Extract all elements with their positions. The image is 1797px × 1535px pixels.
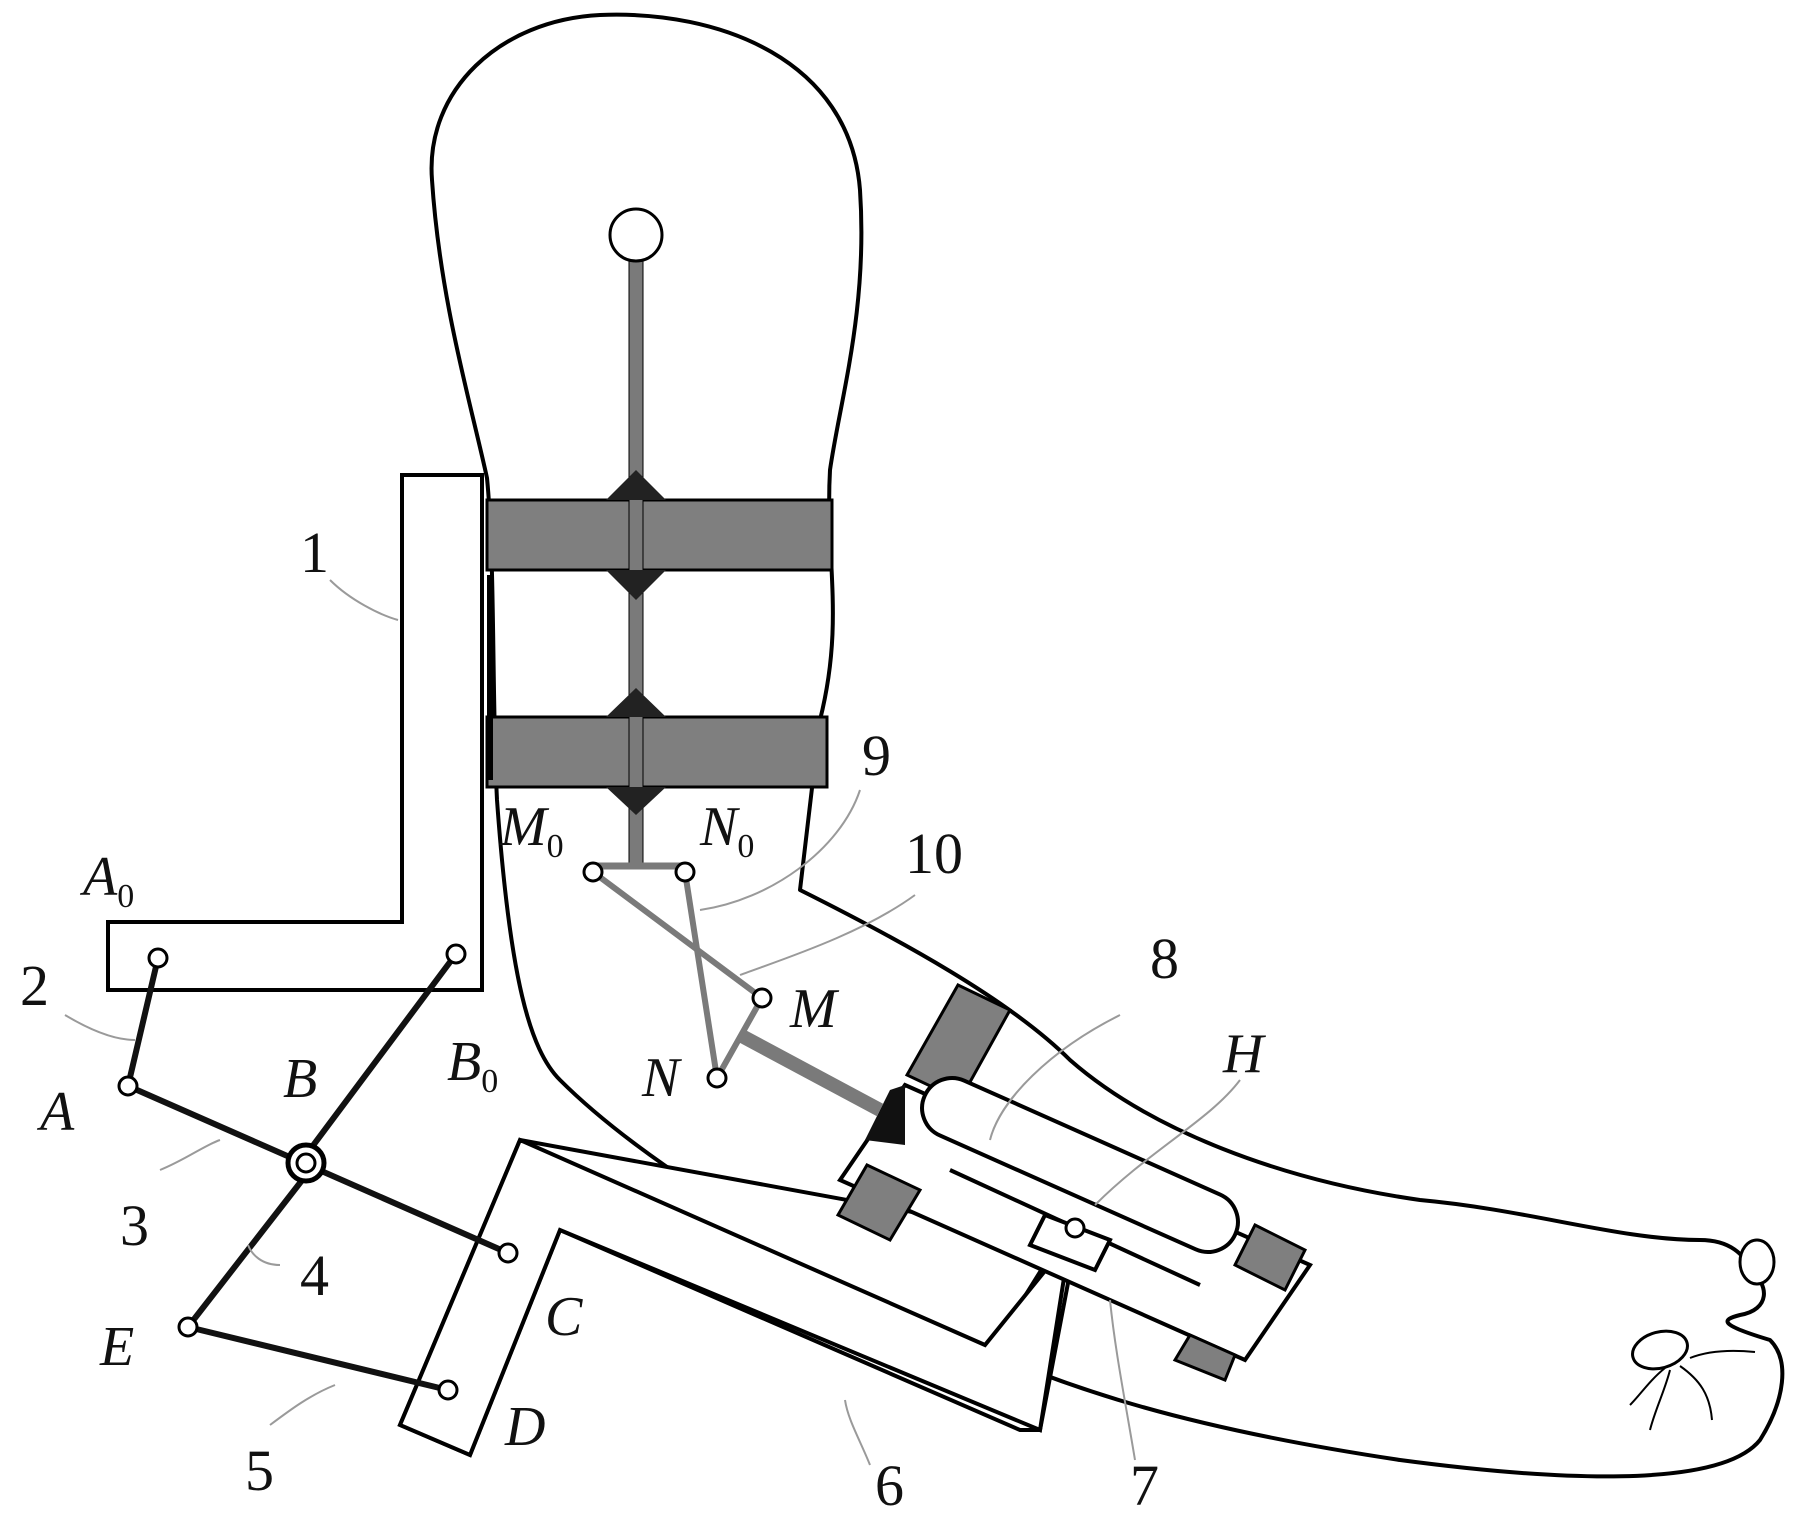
joint-m0	[582, 861, 604, 883]
fingertip	[1738, 1238, 1776, 1286]
leader-h	[1094, 1079, 1241, 1206]
finger-crease-1	[1629, 1367, 1666, 1406]
joint-n	[706, 1067, 728, 1089]
upper-band-1	[485, 498, 834, 572]
joint-c	[497, 1242, 519, 1264]
mount-2a	[606, 688, 666, 717]
label-n0: N0	[699, 796, 754, 865]
label-9: 9	[862, 723, 891, 788]
finger-crease-3	[1679, 1365, 1713, 1421]
label-2: 2	[20, 953, 49, 1018]
joint-h	[1064, 1217, 1086, 1239]
joint-b0	[445, 943, 467, 965]
link-4-upper	[297, 951, 459, 1166]
label-a0: A0	[79, 846, 134, 915]
link-6-body	[397, 1137, 1074, 1458]
label-3: 3	[120, 1193, 149, 1258]
leader-5	[269, 1384, 336, 1426]
thumb	[1631, 1329, 1689, 1371]
label-a: A	[36, 1081, 75, 1143]
leader-2	[64, 1014, 136, 1041]
label-e: E	[99, 1316, 134, 1378]
label-d: D	[504, 1396, 545, 1458]
joint-a	[117, 1075, 139, 1097]
joint-d	[437, 1379, 459, 1401]
label-b: B	[283, 1048, 317, 1110]
mount-1b	[606, 570, 666, 600]
link-2	[125, 955, 161, 1089]
leader-9	[699, 789, 861, 911]
link-10	[682, 869, 720, 1081]
label-m: M	[789, 978, 840, 1040]
label-7: 7	[1130, 1453, 1159, 1518]
joint-m	[751, 987, 773, 1009]
leader-4	[247, 1244, 281, 1266]
joint-a0	[147, 947, 169, 969]
label-4: 4	[300, 1243, 329, 1308]
label-n: N	[641, 1047, 682, 1109]
link-9	[590, 869, 765, 1001]
leader-10	[739, 894, 916, 976]
label-5: 5	[245, 1438, 274, 1503]
leader-8	[989, 1014, 1121, 1141]
label-10: 10	[905, 821, 963, 886]
label-m0: M0	[499, 796, 564, 865]
link-5	[185, 1324, 451, 1393]
frame-1	[106, 473, 484, 992]
label-8: 8	[1150, 926, 1179, 991]
joint-e	[177, 1316, 199, 1338]
label-b0: B0	[447, 1031, 498, 1100]
finger-crease-2	[1649, 1369, 1671, 1431]
mount-1a	[606, 470, 666, 500]
label-c: C	[545, 1286, 583, 1348]
upper-arm-rod	[628, 259, 644, 866]
leader-7	[1109, 1299, 1136, 1461]
mount-2b	[606, 787, 666, 815]
leader-1	[329, 579, 399, 621]
leader-6	[844, 1399, 871, 1466]
label-1: 1	[300, 520, 329, 585]
shoulder-joint	[608, 207, 664, 263]
label-h: H	[1222, 1023, 1266, 1085]
joint-b	[295, 1152, 317, 1174]
joint-n0	[674, 861, 696, 883]
upper-band-2	[485, 715, 829, 789]
link-forearm-rod	[736, 1028, 884, 1117]
leader-3	[159, 1139, 221, 1171]
label-6: 6	[875, 1453, 904, 1518]
finger-crease-4	[1689, 1349, 1756, 1359]
